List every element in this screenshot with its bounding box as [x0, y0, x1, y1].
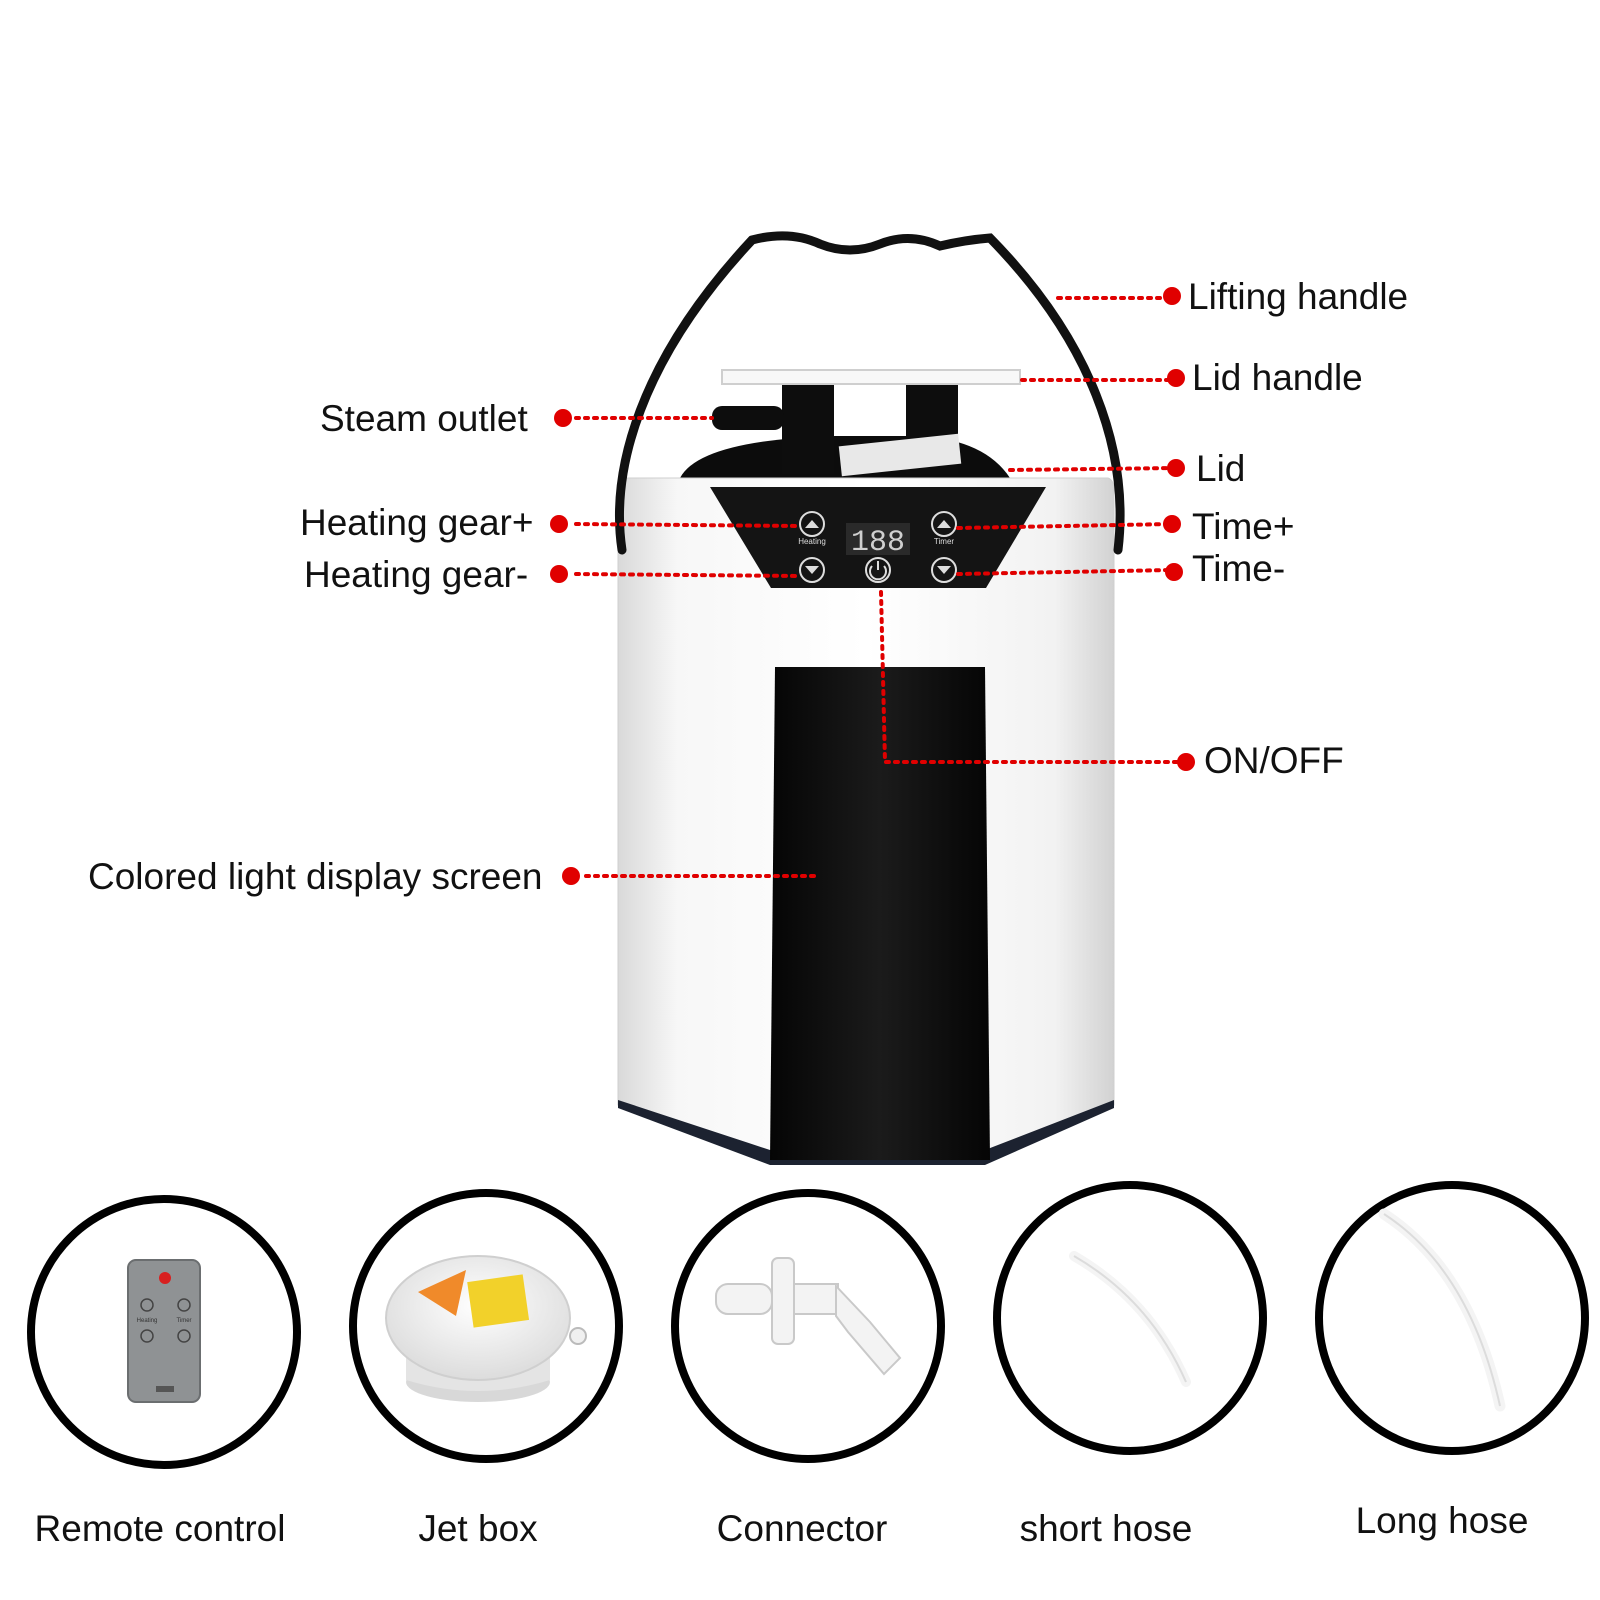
display-digits: 188: [851, 526, 905, 560]
callout-lines: [574, 296, 1188, 878]
label-heating-gear-minus: Heating gear-: [304, 554, 529, 595]
accessory-label-jet-box: Jet box: [418, 1508, 538, 1549]
panel-heating-caption: Heating: [798, 537, 826, 546]
remote-control-icon: Heating Timer: [127, 1259, 201, 1403]
heating-up-button[interactable]: [799, 511, 825, 537]
label-time-plus: Time+: [1192, 506, 1295, 547]
remote-timer-caption: Timer: [176, 1318, 191, 1324]
label-heating-gear-plus: Heating gear+: [300, 502, 534, 543]
lid-handle: [721, 369, 1021, 385]
display-screen: [846, 523, 910, 555]
accessory-label-long-hose: Long hose: [1355, 1500, 1529, 1541]
connector-icon: [715, 1257, 902, 1376]
accessory-label-short-hose: short hose: [1019, 1508, 1193, 1549]
accessory-label-connector: Connector: [716, 1508, 888, 1549]
heating-down-button[interactable]: [799, 557, 825, 583]
label-on-off: ON/OFF: [1204, 740, 1344, 781]
accessory-label-remote-control: Remote control: [34, 1508, 286, 1549]
callout-dots: [550, 287, 1195, 885]
label-lid: Lid: [1196, 448, 1246, 489]
remote-heating-caption: Heating: [137, 1318, 158, 1324]
base-rim: [618, 1100, 1114, 1165]
lid-post-left: [782, 382, 834, 474]
steam-outlet: [712, 406, 784, 430]
label-colored-light-display-screen: Colored light display screen: [88, 856, 543, 897]
timer-up-button[interactable]: [931, 511, 957, 537]
long-hose-icon: [1378, 1208, 1506, 1412]
lid-label-sticker: [838, 433, 962, 477]
label-time-minus: Time-: [1192, 548, 1286, 589]
accessory-circles: [27, 1181, 1589, 1469]
steamer: 188 Heating Timer: [615, 231, 1125, 1165]
label-steam-outlet: Steam outlet: [320, 398, 528, 439]
panel-timer-caption: Timer: [934, 537, 954, 546]
power-button[interactable]: [865, 557, 891, 583]
label-lid-handle: Lid handle: [1192, 357, 1363, 398]
short-hose-icon: [1069, 1251, 1191, 1387]
jet-box-icon: [385, 1255, 587, 1402]
lifting-handle: [615, 231, 1125, 555]
colored-light-display-screen: [770, 667, 990, 1160]
label-lifting-handle: Lifting handle: [1188, 276, 1409, 317]
timer-down-button[interactable]: [931, 557, 957, 583]
